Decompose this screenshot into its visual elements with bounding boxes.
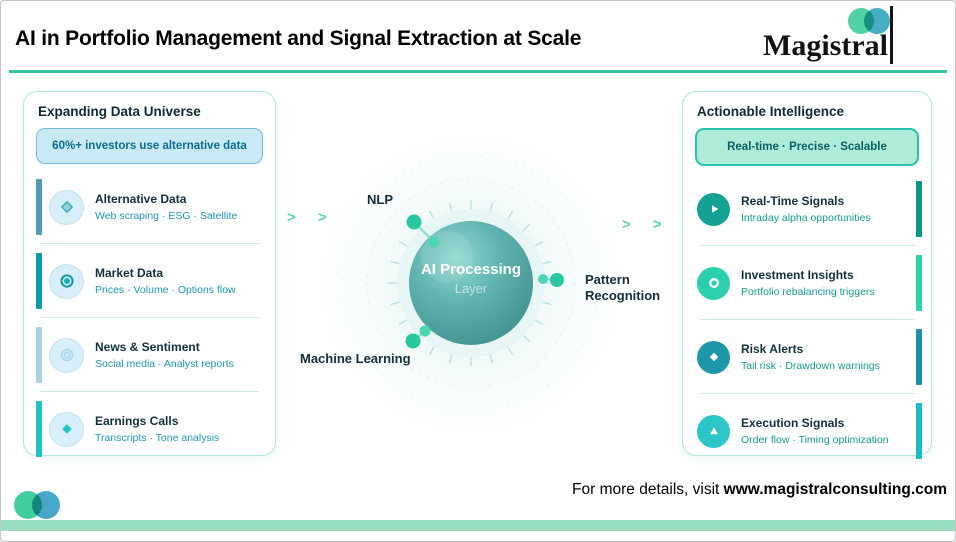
accent-bar: [36, 401, 42, 457]
item-subtitle: Web scraping · ESG · Satellite: [95, 210, 238, 222]
footer-cta-text: For more details, visit: [572, 481, 724, 498]
accent-bar: [916, 255, 922, 311]
data-node-dot: [406, 214, 422, 230]
right-panel-rows: Real-Time Signals Intraday alpha opportu…: [695, 172, 922, 468]
brand-wordmark: Magistral: [763, 29, 888, 62]
right-panel-title: Actionable Intelligence: [697, 104, 845, 119]
dot-ring-icon: [697, 266, 730, 300]
list-item: News & Sentiment Social media · Analyst …: [36, 318, 263, 392]
left-stat-badge: 60%+ investors use alternative data: [36, 128, 263, 164]
brand-divider-bar: [890, 6, 893, 64]
right-stat-badge: Real-time · Precise · Scalable: [695, 128, 919, 166]
item-title: Execution Signals: [741, 416, 845, 430]
accent-bar: [916, 403, 922, 459]
item-title: News & Sentiment: [95, 340, 200, 354]
left-panel: Expanding Data Universe 60%+ investors u…: [23, 91, 276, 457]
brand-circle-blue-icon: [864, 8, 890, 34]
accent-bar: [916, 181, 922, 237]
right-panel: Actionable Intelligence Real-time · Prec…: [682, 91, 932, 459]
item-title: Earnings Calls: [95, 414, 179, 428]
list-item: Real-Time Signals Intraday alpha opportu…: [695, 172, 922, 246]
accent-bar: [916, 329, 922, 385]
footer-circle-blue-icon: [32, 491, 60, 519]
list-item: Risk Alerts Tail risk · Drawdown warning…: [695, 320, 922, 394]
accent-bar: [36, 253, 42, 309]
ai-core-graphic: [342, 154, 600, 412]
item-title: Market Data: [95, 266, 164, 280]
footer-cta: For more details, visit www.magistralcon…: [572, 481, 947, 499]
item-subtitle: Tail risk · Drawdown warnings: [741, 360, 880, 372]
rings-icon: [49, 337, 84, 373]
item-subtitle: Order flow · Timing optimization: [741, 434, 889, 446]
diamond-icon: [49, 411, 84, 447]
label-pattern-recognition: Pattern Recognition: [585, 272, 661, 304]
item-subtitle: Prices · Volume · Options flow: [95, 284, 236, 296]
header-rule: [9, 70, 947, 73]
sphere-title: AI Processing: [420, 261, 522, 278]
data-node-dot: [405, 333, 421, 349]
item-subtitle: Portfolio rebalancing triggers: [741, 286, 875, 298]
accent-bar: [36, 179, 42, 235]
item-subtitle: Intraday alpha opportunities: [741, 212, 871, 224]
left-panel-title: Expanding Data Universe: [38, 104, 201, 119]
item-title: Alternative Data: [95, 192, 187, 206]
item-title: Real-Time Signals: [741, 194, 845, 208]
item-subtitle: Social media · Analyst reports: [95, 358, 234, 370]
sphere-label: AI Processing Layer: [401, 261, 541, 296]
list-item: Execution Signals Order flow · Timing op…: [695, 394, 922, 468]
item-subtitle: Transcripts · Tone analysis: [95, 432, 220, 444]
sphere-subtitle: Layer: [454, 281, 488, 296]
bottom-accent-bar: [1, 520, 955, 531]
page-title: AI in Portfolio Management and Signal Ex…: [15, 27, 582, 50]
circle-dot-icon: [49, 263, 84, 299]
accent-bar: [36, 327, 42, 383]
flow-chevrons-right-icon: > >: [622, 216, 671, 233]
flow-chevrons-left-icon: > >: [287, 209, 336, 226]
list-item: Alternative Data Web scraping · ESG · Sa…: [36, 170, 263, 244]
play-icon: [697, 192, 730, 226]
diamond-white-icon: [697, 340, 730, 374]
list-item: Investment Insights Portfolio rebalancin…: [695, 246, 922, 320]
diamond-outline-icon: [49, 189, 84, 225]
list-item: Earnings Calls Transcripts · Tone analys…: [36, 392, 263, 466]
footer-url[interactable]: www.magistralconsulting.com: [723, 481, 947, 498]
item-title: Risk Alerts: [741, 342, 804, 356]
label-nlp: NLP: [367, 192, 393, 207]
data-node-dot: [550, 273, 564, 287]
item-title: Investment Insights: [741, 268, 854, 282]
left-panel-rows: Alternative Data Web scraping · ESG · Sa…: [36, 170, 263, 466]
triangle-icon: [697, 414, 730, 448]
list-item: Market Data Prices · Volume · Options fl…: [36, 244, 263, 318]
label-machine-learning: Machine Learning: [300, 351, 411, 366]
